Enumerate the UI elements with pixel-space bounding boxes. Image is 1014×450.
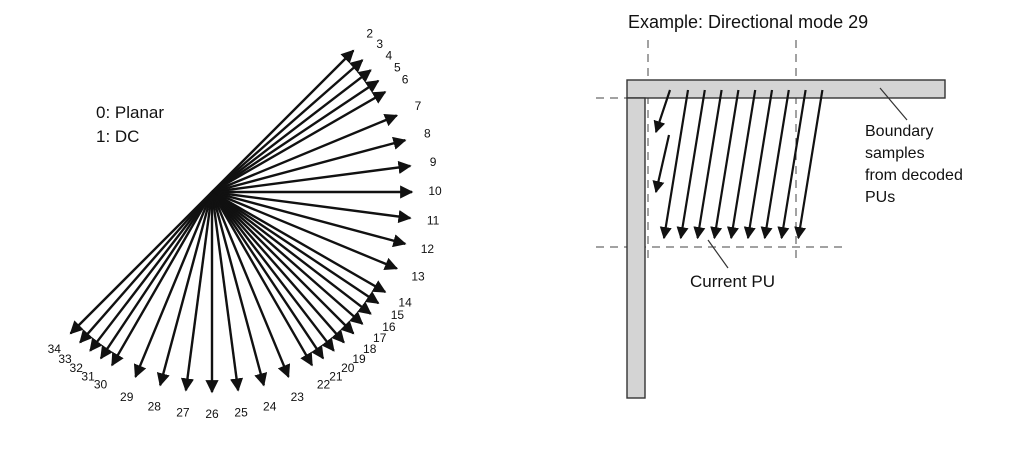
prediction-arrow	[676, 89, 706, 240]
mode-label-14: 14	[398, 296, 412, 310]
mode-label-11: 11	[427, 213, 440, 227]
boundary-label-line-3: from decoded	[865, 167, 963, 184]
mode-arrow-21	[211, 191, 325, 360]
mode-29-example-diagram: Example: Directional mode 29 Boundary sa…	[596, 12, 967, 399]
mode-arrow-5	[211, 79, 380, 193]
mode-label-20: 20	[341, 361, 355, 375]
prediction-arrow	[693, 89, 723, 240]
mode-label-2: 2	[366, 26, 373, 40]
example-title: Example: Directional mode 29	[628, 12, 868, 32]
mode-arrow-22	[210, 191, 314, 367]
left-boundary-samples	[626, 97, 646, 399]
mode-arrows	[69, 49, 414, 394]
mode-arrow-13	[211, 190, 399, 271]
mode-label-32: 32	[70, 361, 84, 375]
mode-arrow-28	[156, 191, 214, 387]
mode-arrow-11	[211, 190, 412, 224]
top-boundary-samples	[626, 79, 946, 99]
mode-label-4: 4	[386, 48, 393, 62]
mode-label-31: 31	[81, 370, 95, 384]
mode-arrow-29	[133, 191, 214, 379]
mode-arrow-30	[110, 191, 214, 367]
mode-label-15: 15	[391, 308, 405, 322]
mode-label-9: 9	[430, 155, 437, 169]
prediction-arrows	[652, 89, 824, 240]
prediction-arrow-short	[652, 134, 671, 194]
mode-arrow-18	[211, 191, 355, 335]
mode-arrow-4	[211, 69, 372, 193]
current-pu-label: Current PU	[690, 272, 775, 291]
mode-arrow-15	[211, 191, 380, 305]
mode-arrow-14	[211, 190, 387, 294]
mode-label-21: 21	[329, 370, 343, 384]
mode-arrow-19	[211, 191, 345, 344]
mode-arrow-2	[211, 49, 355, 193]
mode-label-17: 17	[373, 331, 387, 345]
mode-arrow-27	[180, 191, 214, 392]
mode-label-16: 16	[382, 320, 396, 334]
mode-label-28: 28	[148, 400, 162, 414]
prediction-arrow	[777, 89, 807, 240]
prediction-arrow	[659, 89, 690, 240]
mode-fan-diagram: 2345678910111213141516171819202122232425…	[48, 26, 442, 421]
legend-planar: 0: Planar	[96, 103, 164, 122]
mode-arrow-12	[211, 190, 407, 248]
mode-label-3: 3	[376, 37, 383, 51]
mode-label-10: 10	[428, 184, 442, 198]
mode-arrow-34	[69, 191, 213, 335]
mode-label-18: 18	[363, 342, 377, 356]
prediction-arrow	[710, 89, 740, 240]
mode-arrow-33	[79, 191, 213, 344]
mode-label-19: 19	[352, 352, 366, 366]
mode-label-7: 7	[415, 99, 422, 113]
boundary-label-line-1: Boundary	[865, 123, 934, 140]
boundary-label-line-2: samples	[865, 145, 925, 162]
mode-labels: 2345678910111213141516171819202122232425…	[48, 26, 442, 421]
prediction-arrow	[794, 89, 824, 240]
mode-arrow-6	[211, 90, 387, 194]
mode-arrow-20	[211, 191, 335, 352]
mode-label-30: 30	[94, 377, 108, 391]
mode-label-12: 12	[421, 242, 435, 256]
mode-arrow-16	[211, 191, 372, 315]
mode-arrow-25	[210, 191, 244, 392]
boundary-label-line-4: PUs	[865, 189, 895, 206]
mode-label-6: 6	[402, 73, 409, 87]
mode-label-24: 24	[263, 400, 277, 414]
mode-arrow-9	[211, 160, 412, 194]
mode-arrow-17	[211, 191, 364, 325]
mode-label-25: 25	[234, 405, 248, 419]
prediction-arrow	[760, 89, 790, 240]
mode-label-33: 33	[58, 352, 72, 366]
prediction-arrow	[743, 89, 774, 240]
current-pu-pointer-line	[707, 239, 729, 269]
mode-arrow-8	[211, 136, 407, 194]
mode-arrow-32	[89, 191, 213, 352]
mode-arrow-24	[210, 191, 268, 387]
mode-arrow-7	[211, 113, 399, 194]
mode-label-27: 27	[176, 405, 190, 419]
mode-arrow-23	[210, 191, 291, 379]
mode-label-34: 34	[48, 342, 62, 356]
mode-label-22: 22	[317, 377, 331, 391]
mode-label-5: 5	[394, 60, 401, 74]
mode-label-13: 13	[411, 269, 425, 283]
mode-label-26: 26	[205, 407, 219, 421]
boundary-pointer-line	[879, 87, 908, 121]
prediction-arrow-short	[653, 89, 672, 134]
mode-label-29: 29	[120, 390, 134, 404]
mode-arrow-3	[211, 59, 364, 193]
prediction-arrow	[726, 89, 757, 240]
legend-dc: 1: DC	[96, 127, 139, 146]
mode-arrow-31	[99, 191, 213, 360]
mode-label-23: 23	[291, 390, 305, 404]
mode-label-8: 8	[424, 126, 431, 140]
boundary-samples-label: Boundary samples from decoded PUs	[865, 123, 967, 206]
